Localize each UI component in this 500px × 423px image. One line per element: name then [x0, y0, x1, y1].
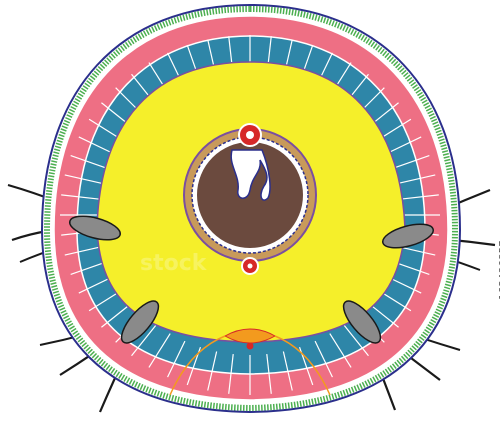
muscle-segment-line: [384, 136, 422, 155]
typhlosole: [230, 149, 271, 201]
muscle-segment-line: [70, 154, 109, 170]
muscle-segment-line: [207, 351, 218, 391]
muscle-segment-line: [131, 324, 157, 357]
muscle-segment-line: [329, 333, 352, 368]
muscle-segment-line: [266, 354, 272, 394]
blood-vessel-icon: [238, 123, 262, 147]
muscle-segment-line: [61, 194, 102, 200]
muscle-segment-line: [148, 333, 171, 368]
muscle-segment-line: [314, 340, 333, 378]
muscle-segment-line: [343, 324, 369, 357]
muscle-segment-line: [398, 194, 439, 200]
muscle-segment-line: [282, 351, 293, 391]
muscle-segment-line: [64, 245, 104, 256]
blood-vessel-icon: [241, 257, 259, 275]
watermark-logo: stock: [140, 251, 208, 276]
muscle-segment-line: [396, 174, 436, 185]
muscle-segment-line: [78, 136, 116, 155]
chaetal-sacs: [69, 215, 434, 344]
nerve-cord-icon: [169, 328, 331, 396]
muscle-segment-line: [64, 174, 104, 185]
muscle-segment-line: [391, 154, 430, 170]
muscle-segment-line: [228, 354, 234, 394]
intestine: [183, 128, 317, 262]
muscle-segment-line: [167, 340, 186, 378]
